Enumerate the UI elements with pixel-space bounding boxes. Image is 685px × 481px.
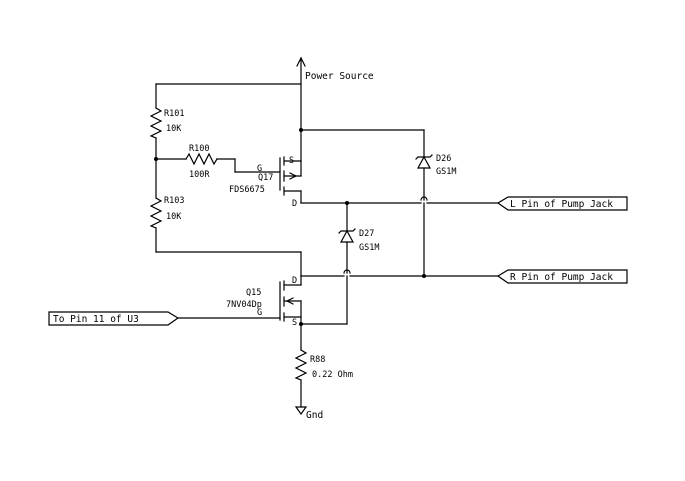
q15-d-pin: D (292, 276, 297, 286)
r101-value: 10K (166, 124, 182, 134)
ground-symbol (294, 406, 308, 416)
r101-resistor (149, 107, 163, 139)
d27-diode (338, 228, 356, 243)
d26-part: GS1M (436, 167, 456, 177)
r88-resistor (294, 349, 308, 381)
q15-s-pin: S (292, 318, 297, 328)
power-source-label: Power Source (305, 71, 374, 82)
r100-value: 100R (189, 170, 210, 180)
q17-ref: Q17 (258, 173, 273, 183)
r103-ref: R103 (164, 196, 184, 206)
q17-mosfet (279, 129, 302, 204)
r88-ref: R88 (310, 355, 325, 365)
d26-diode (415, 154, 433, 169)
junction-dot (422, 274, 426, 278)
u3-pin-label: To Pin 11 of U3 (53, 314, 139, 325)
u3-pin-port (48, 311, 180, 326)
r101-ref: R101 (164, 109, 184, 119)
q15-mosfet (177, 275, 302, 351)
r103-value: 10K (166, 212, 182, 222)
r100-ref: R100 (189, 144, 209, 154)
r100-resistor (185, 152, 218, 166)
d27-part: GS1M (359, 243, 379, 253)
r88-value: 0.22 Ohm (312, 370, 353, 380)
q17-s-pin: S (289, 156, 294, 166)
d27-ref: D27 (359, 229, 374, 239)
wire-crossover (343, 269, 351, 274)
l-pin-label: L Pin of Pump Jack (510, 199, 613, 210)
q17-g-pin: G (257, 164, 262, 174)
power-source-symbol (296, 56, 306, 131)
ground-label: Gnd (306, 410, 323, 421)
l-pin-port (496, 196, 628, 211)
r103-resistor (149, 197, 163, 229)
r-pin-port (496, 269, 628, 284)
junction-dot (299, 322, 303, 326)
q15-ref: Q15 (246, 288, 261, 298)
q17-d-pin: D (292, 199, 297, 209)
d26-ref: D26 (436, 154, 451, 164)
r-pin-label: R Pin of Pump Jack (510, 272, 613, 283)
q15-g-pin: G (257, 308, 262, 318)
q17-part: FDS6675 (229, 185, 265, 195)
q15-part: 7NV04Dp (226, 300, 262, 310)
wire-crossover (420, 196, 428, 201)
